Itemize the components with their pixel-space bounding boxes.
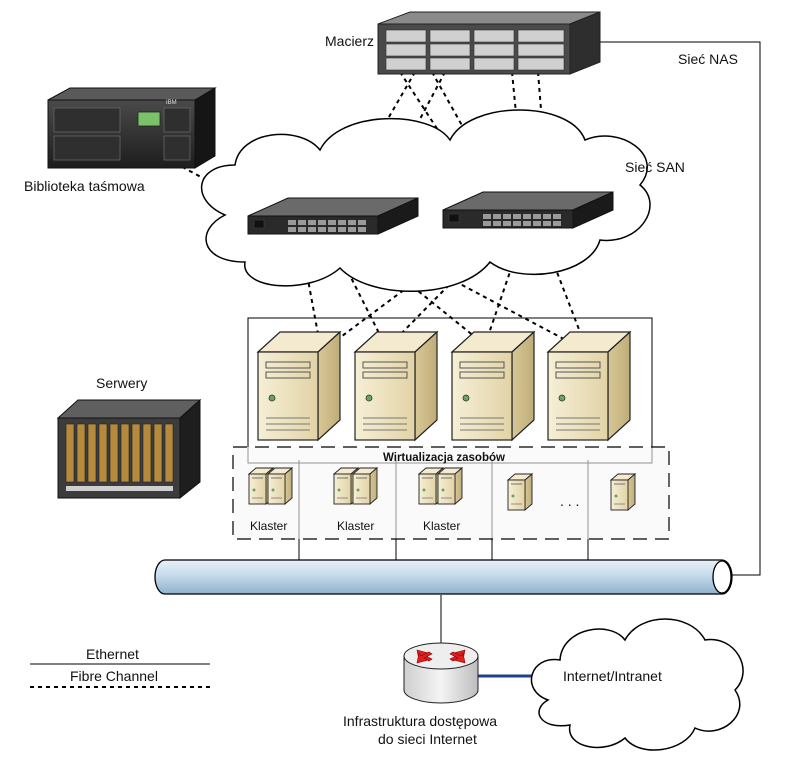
- internet-label: Internet/Intranet: [563, 668, 662, 684]
- access-infra-label-2: do sieci Internet: [378, 731, 477, 747]
- tape-library: IBM: [47, 87, 217, 169]
- server-2: [354, 331, 438, 441]
- blade-chassis: [56, 398, 202, 500]
- cluster-1: [248, 467, 293, 505]
- virtual-server-2: [610, 473, 636, 511]
- access-infra-label-1: Infrastruktura dostępowa: [343, 713, 497, 729]
- storage-array: [377, 11, 601, 75]
- san-cloud: [200, 109, 651, 292]
- ethernet-backbone: [154, 559, 733, 595]
- san-switch-2: [442, 191, 614, 229]
- tape-library-label: Biblioteka taśmowa: [24, 178, 145, 194]
- legend: Ethernet Fibre Channel: [30, 646, 210, 688]
- legend-ethernet-label: Ethernet: [86, 646, 139, 662]
- cluster-1-label: Klaster: [250, 519, 287, 533]
- servers-label: Serwery: [96, 375, 147, 391]
- legend-fibre-label: Fibre Channel: [70, 668, 158, 684]
- virtualization-label: Wirtualizacja zasobów: [383, 452, 505, 464]
- array-label: Macierz: [325, 33, 374, 49]
- cluster-3-label: Klaster: [423, 519, 460, 533]
- server-4: [547, 331, 631, 441]
- internet-cloud: [530, 618, 744, 751]
- san-network-label: Sieć SAN: [625, 159, 685, 175]
- ellipsis-label: . . .: [560, 493, 579, 509]
- nas-link: [600, 41, 761, 576]
- nas-network-label: Sieć NAS: [678, 51, 738, 67]
- server-1: [257, 331, 341, 441]
- server-3: [451, 331, 535, 441]
- virtual-server-1: [507, 473, 533, 511]
- cluster-2: [333, 467, 378, 505]
- tape-brand: IBM: [166, 100, 177, 106]
- cluster-3: [418, 467, 463, 505]
- router: [403, 642, 479, 704]
- cluster-2-label: Klaster: [337, 519, 374, 533]
- san-switch-1: [247, 197, 419, 235]
